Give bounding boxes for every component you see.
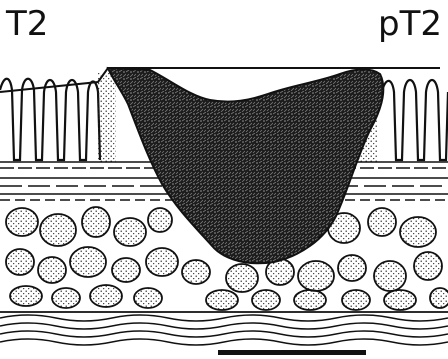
scale-bar	[218, 350, 366, 355]
serosa-layer	[0, 312, 448, 345]
